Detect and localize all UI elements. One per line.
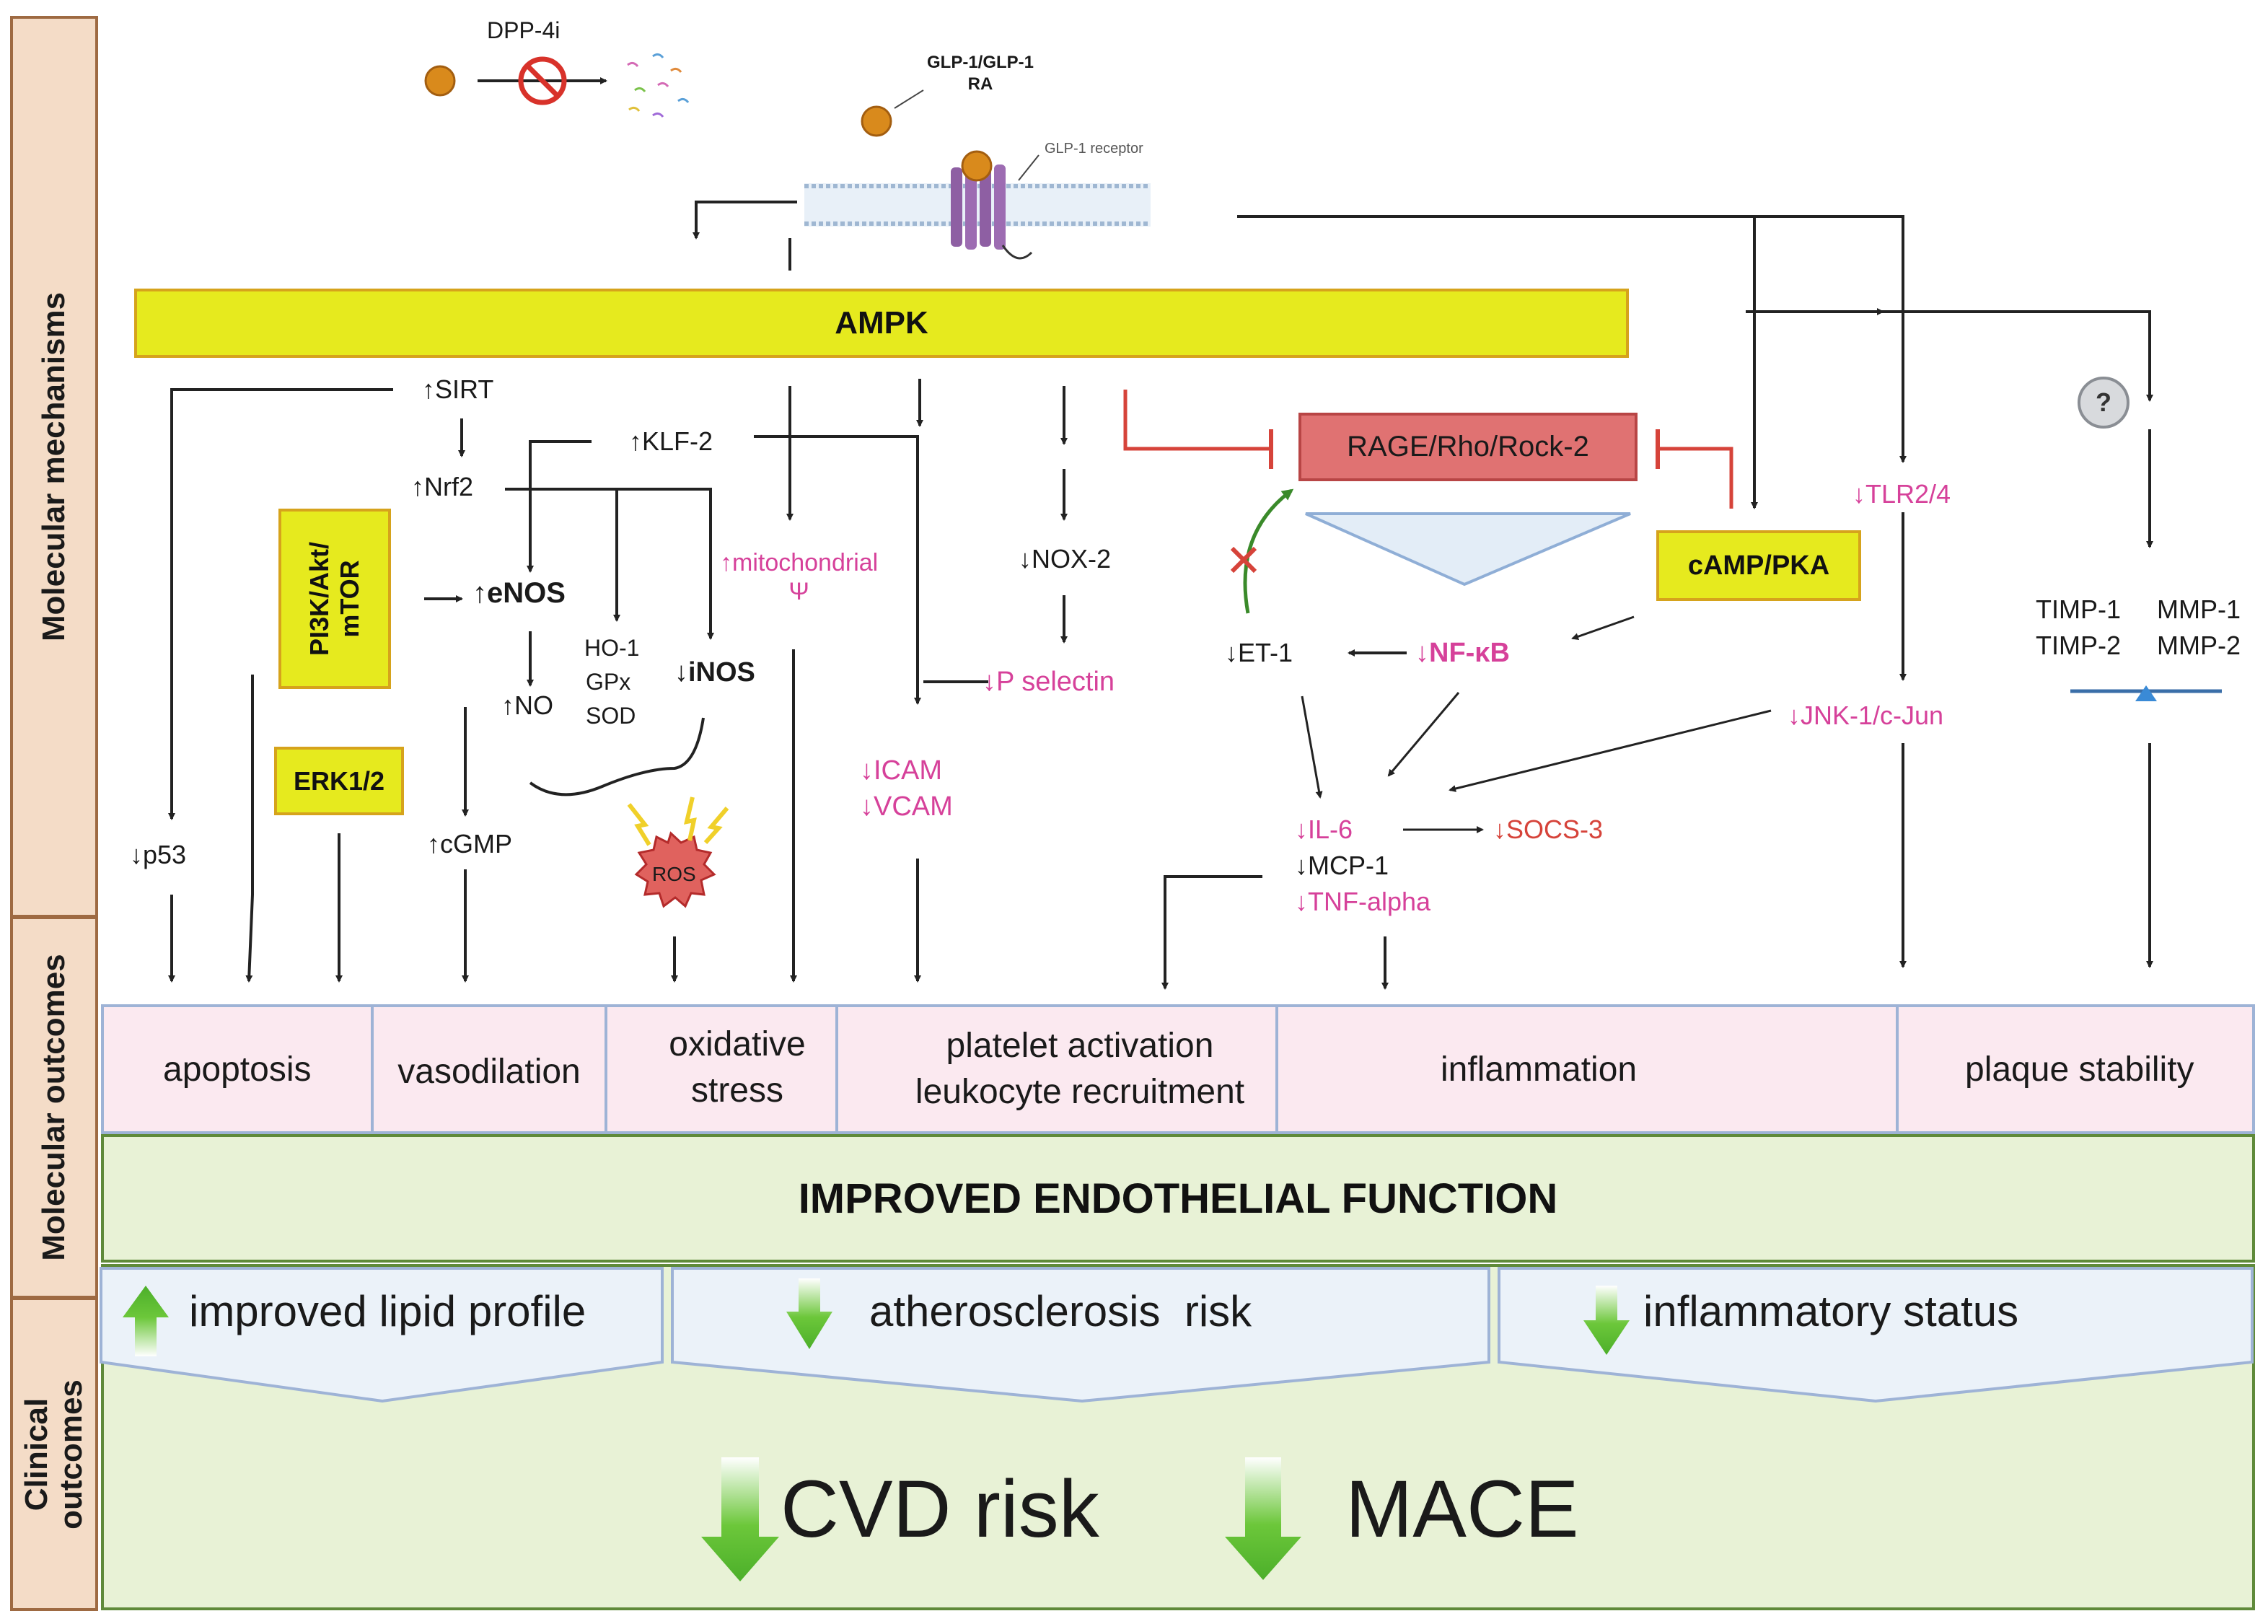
plaque-label: plaque stability — [1965, 1050, 2194, 1089]
erk-label: ERK1/2 — [293, 765, 385, 796]
cgmp-label: ↑cGMP — [427, 829, 513, 859]
platelet-line1: platelet activation — [946, 1027, 1214, 1065]
inflammation-label: inflammation — [1441, 1050, 1638, 1089]
glp1-label-line1: GLP-1/GLP-1 — [927, 53, 1034, 72]
mito-label-line1: ↑mitochondrial — [720, 549, 879, 576]
cvd-risk-label: CVD risk — [781, 1464, 1099, 1554]
ampk-label: AMPK — [835, 305, 928, 341]
mace-label: MACE — [1345, 1464, 1579, 1554]
rage-triangle-icon — [1305, 512, 1631, 587]
ros-label: ROS — [652, 863, 696, 885]
gpx-label: GPx — [586, 669, 631, 695]
erk-box: ERK1/2 — [274, 747, 404, 815]
et1-label: ↓ET-1 — [1225, 638, 1293, 667]
oxidative-line2: stress — [690, 1071, 783, 1110]
vasodilation-label: vasodilation — [397, 1053, 581, 1091]
sidebar-molecular-outcomes: Molecular outcomes — [10, 916, 98, 1299]
nfkb-label: ↓NF-κB — [1415, 638, 1510, 668]
mito-label-line2: Ψ — [788, 578, 809, 605]
improved-endothelial-box: IMPROVED ENDOTHELIAL FUNCTION — [101, 1134, 2255, 1263]
inhibit-icon — [518, 56, 567, 105]
glp1-label-line2: RA — [967, 74, 993, 94]
mmp2-label: MMP-2 — [2157, 631, 2241, 660]
mmp1-label: MMP-1 — [2157, 594, 2241, 624]
sirt-label: ↑SIRT — [422, 374, 494, 404]
question-badge: ? — [2078, 377, 2129, 429]
cell-membrane-icon — [804, 183, 1151, 227]
blocked-cross-icon — [1230, 546, 1257, 574]
ampk-box: AMPK — [134, 289, 1629, 358]
no-label: ↑NO — [501, 690, 553, 720]
glp1-label: GLP-1/GLP-1 RA — [927, 52, 1034, 95]
camp-label: cAMP/PKA — [1687, 550, 1830, 581]
rage-label: RAGE/Rho/Rock-2 — [1347, 431, 1589, 462]
jnk-label: ↓JNK-1/c-Jun — [1788, 701, 1944, 730]
degraded-peptide-icon — [627, 53, 690, 118]
tlr-label: ↓TLR2/4 — [1852, 479, 1951, 509]
chevron-lipid — [100, 1267, 664, 1403]
nrf2-label: ↑Nrf2 — [411, 472, 474, 501]
icam-label: ↓ICAM — [860, 755, 942, 786]
lipid-label: improved lipid profile — [189, 1287, 586, 1335]
pi3k-box: PI3K/Akt/ mTOR — [278, 509, 391, 689]
mito-label: ↑mitochondrial Ψ — [720, 548, 878, 606]
receptor-label: GLP-1 receptor — [1045, 141, 1143, 157]
sidebar-molecular-mechanisms: Molecular mechanisms — [10, 16, 98, 918]
timp2-label: TIMP-2 — [2036, 631, 2122, 660]
sod-label: SOD — [586, 703, 636, 729]
klf2-label: ↑KLF-2 — [629, 426, 713, 456]
oxidative-line1: oxidative — [669, 1025, 806, 1063]
timp1-label: TIMP-1 — [2036, 594, 2122, 624]
nox2-label: ↓NOX-2 — [1019, 544, 1112, 574]
socs3-label: ↓SOCS-3 — [1493, 815, 1604, 844]
improved-label: IMPROVED ENDOTHELIAL FUNCTION — [798, 1175, 1558, 1222]
outcome-apoptosis: apoptosis — [101, 1004, 374, 1134]
apoptosis-label: apoptosis — [163, 1050, 312, 1089]
outcome-inflammation: inflammation — [1275, 1004, 1899, 1134]
outcome-vasodilation: vasodilation — [371, 1004, 607, 1134]
chevron-inflammatory — [1498, 1267, 2254, 1403]
camp-box: cAMP/PKA — [1656, 530, 1861, 601]
glp1-receptor-icon — [951, 150, 1040, 260]
enos-label: ↑eNOS — [472, 577, 566, 609]
platelet-label: platelet activation leukocyte recruitmen… — [892, 1023, 1267, 1115]
outcome-plaque-stability: plaque stability — [1896, 1004, 2255, 1134]
p53-label: ↓p53 — [130, 840, 187, 869]
dpp4i-label: DPP-4i — [487, 17, 561, 43]
inflam-status-label: inflammatory status — [1643, 1287, 2019, 1335]
question-mark: ? — [2096, 387, 2111, 417]
glp1-ligand-icon — [861, 105, 892, 137]
ho1-label: HO-1 — [584, 635, 640, 661]
rage-box: RAGE/Rho/Rock-2 — [1298, 413, 1638, 481]
ros-burst-icon — [627, 796, 729, 908]
tnf-label: ↓TNF-alpha — [1295, 887, 1431, 916]
pselectin-label: ↓P selectin — [983, 667, 1115, 697]
athero-label: atherosclerosis risk — [869, 1287, 1252, 1335]
vcam-label: ↓VCAM — [860, 791, 953, 822]
oxidative-label: oxidative stress — [651, 1022, 824, 1114]
glp1-molecule-icon — [424, 65, 456, 97]
inos-label: ↓iNOS — [674, 657, 755, 688]
outcome-platelet: platelet activation leukocyte recruitmen… — [835, 1004, 1278, 1134]
chevron-athero — [671, 1267, 1490, 1403]
il6-label: ↓IL-6 — [1295, 815, 1353, 844]
mcp1-label: ↓MCP-1 — [1295, 851, 1389, 880]
platelet-line2: leukocyte recruitment — [915, 1073, 1245, 1111]
